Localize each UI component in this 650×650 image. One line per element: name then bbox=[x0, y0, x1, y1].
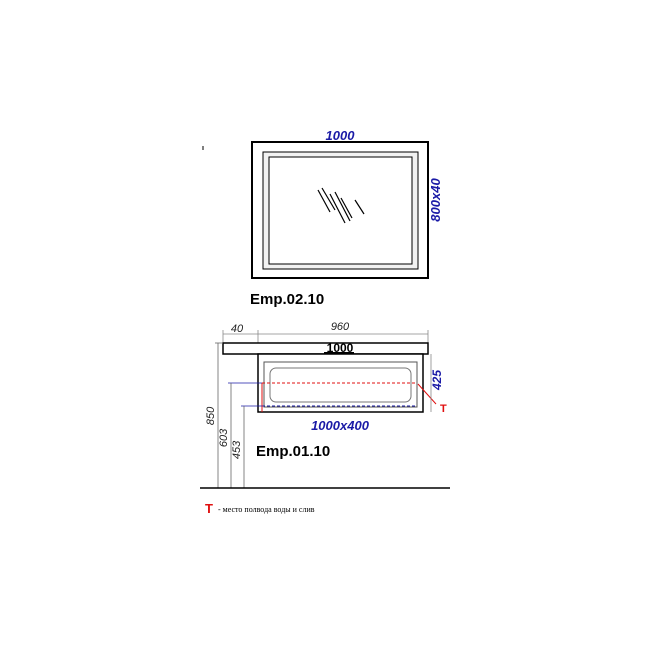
legend-marker: T bbox=[205, 501, 213, 516]
mirror-drawing: 1000 800x40 Emp.02.10 bbox=[250, 128, 443, 308]
vanity-drawing: 40 960 1000 T 425 1000x400 850 603 453 E… bbox=[200, 321, 450, 489]
height-603-label: 603 bbox=[218, 428, 230, 447]
vanity-model-label: Emp.01.10 bbox=[256, 443, 330, 460]
mirror-width-label: 1000 bbox=[326, 128, 356, 143]
mirror-model-label: Emp.02.10 bbox=[250, 291, 324, 308]
mirror-glare-icon bbox=[317, 187, 365, 224]
vanity-overhang-label: 40 bbox=[231, 323, 244, 335]
vanity-inner-width-label: 960 bbox=[331, 321, 350, 333]
vanity-size-label: 1000x400 bbox=[311, 418, 370, 433]
mirror-inner-frame bbox=[268, 156, 413, 265]
height-453-label: 453 bbox=[231, 440, 243, 459]
vanity-top-width-label: 1000 bbox=[327, 341, 354, 355]
connection-arrow-line bbox=[417, 383, 437, 405]
vanity-drawer-panel bbox=[269, 367, 412, 403]
legend-text: - место полвода воды и слив bbox=[218, 505, 315, 514]
vanity-service-marker: T bbox=[440, 403, 447, 415]
vanity-height-label: 425 bbox=[430, 370, 444, 391]
legend: T - место полвода воды и слив bbox=[205, 501, 315, 516]
mirror-size-label: 800x40 bbox=[428, 178, 443, 222]
height-850-label: 850 bbox=[205, 406, 217, 425]
